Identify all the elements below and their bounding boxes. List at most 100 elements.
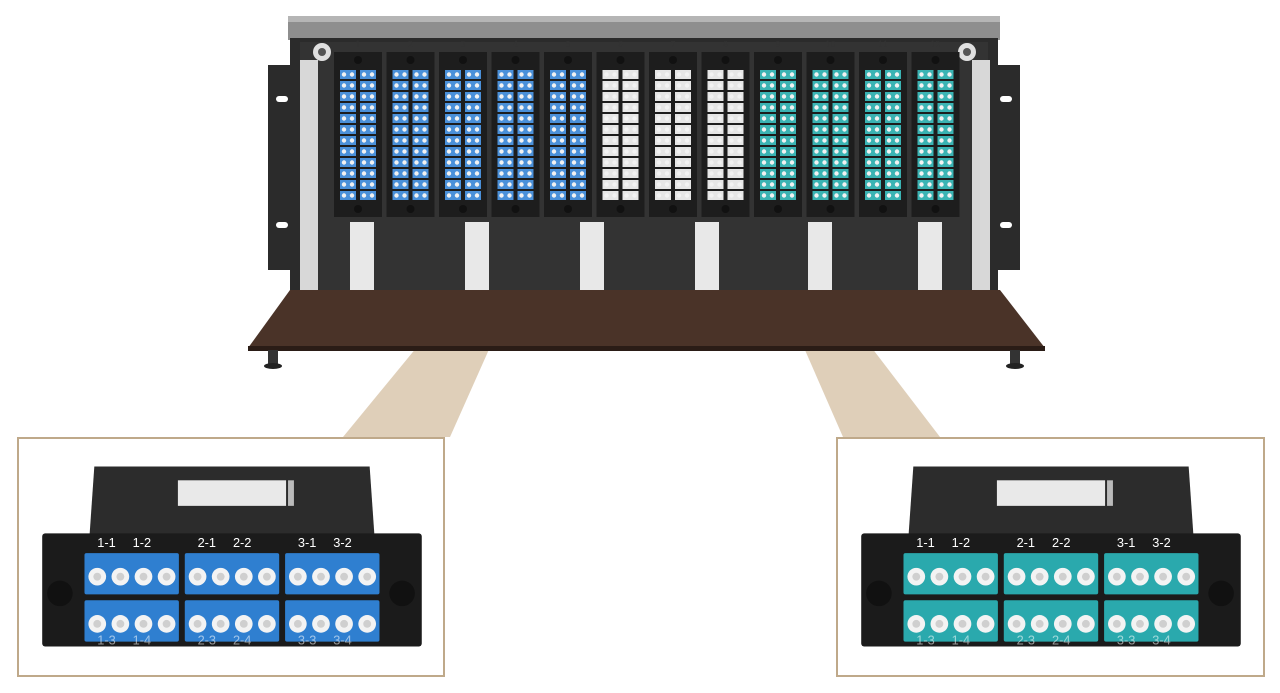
latch-icon[interactable] <box>406 56 415 64</box>
lc-port[interactable] <box>445 103 461 112</box>
lc-port[interactable] <box>622 180 639 189</box>
lc-port[interactable] <box>497 169 514 178</box>
lc-port[interactable] <box>707 70 724 79</box>
latch-icon[interactable] <box>1208 580 1234 607</box>
lc-port[interactable] <box>360 114 376 123</box>
lc-port[interactable] <box>655 70 671 79</box>
lc-port[interactable] <box>360 81 376 90</box>
lc-port[interactable] <box>497 180 514 189</box>
lc-port[interactable] <box>445 191 461 200</box>
lc-port[interactable] <box>360 92 376 101</box>
lc-port[interactable] <box>517 136 534 145</box>
lc-port[interactable] <box>832 191 849 200</box>
lc-port[interactable] <box>885 180 901 189</box>
lc-port[interactable] <box>445 70 461 79</box>
lc-adapter-block[interactable] <box>184 600 280 642</box>
chassis-slot[interactable]: 7 <box>649 40 697 217</box>
lc-port[interactable] <box>550 169 566 178</box>
lc-port[interactable] <box>497 125 514 134</box>
lc-port[interactable] <box>865 81 881 90</box>
lc-port[interactable] <box>445 125 461 134</box>
lc-port[interactable] <box>360 191 376 200</box>
chassis-slot[interactable]: 8 <box>701 40 750 217</box>
lc-port[interactable] <box>517 114 534 123</box>
chassis-slot[interactable]: 1 <box>334 40 382 217</box>
lc-port[interactable] <box>340 158 356 167</box>
lc-port[interactable] <box>655 169 671 178</box>
lc-port[interactable] <box>465 103 481 112</box>
lc-port[interactable] <box>885 191 901 200</box>
lc-port[interactable] <box>602 81 619 90</box>
lc-port[interactable] <box>812 81 829 90</box>
lc-port[interactable] <box>865 125 881 134</box>
latch-icon[interactable] <box>459 56 467 64</box>
lc-port[interactable] <box>392 136 409 145</box>
lc-port[interactable] <box>550 191 566 200</box>
lc-port[interactable] <box>517 191 534 200</box>
lc-port[interactable] <box>602 180 619 189</box>
latch-icon[interactable] <box>931 205 940 213</box>
chassis-slot[interactable]: 9 <box>754 40 802 217</box>
lc-port[interactable] <box>497 158 514 167</box>
lc-port[interactable] <box>760 136 776 145</box>
lc-port[interactable] <box>780 191 796 200</box>
lc-port[interactable] <box>655 114 671 123</box>
lc-port[interactable] <box>937 114 954 123</box>
lc-port[interactable] <box>727 70 744 79</box>
lc-port[interactable] <box>832 158 849 167</box>
lc-port[interactable] <box>675 81 691 90</box>
lc-port[interactable] <box>655 158 671 167</box>
chassis-slot[interactable]: 12 <box>911 40 960 217</box>
lc-port[interactable] <box>885 92 901 101</box>
lc-port[interactable] <box>550 70 566 79</box>
lc-port[interactable] <box>727 114 744 123</box>
lc-port[interactable] <box>937 81 954 90</box>
latch-icon[interactable] <box>511 56 520 64</box>
lc-port[interactable] <box>707 92 724 101</box>
lc-port[interactable] <box>550 147 566 156</box>
lc-port[interactable] <box>412 147 429 156</box>
lc-port[interactable] <box>780 169 796 178</box>
lc-adapter-block[interactable] <box>1003 600 1099 642</box>
lc-port[interactable] <box>917 125 934 134</box>
lc-port[interactable] <box>550 180 566 189</box>
lc-port[interactable] <box>602 103 619 112</box>
lc-port[interactable] <box>675 158 691 167</box>
lc-port[interactable] <box>675 191 691 200</box>
lc-port[interactable] <box>360 103 376 112</box>
lc-port[interactable] <box>550 92 566 101</box>
lc-port[interactable] <box>885 147 901 156</box>
latch-icon[interactable] <box>774 56 782 64</box>
lc-port[interactable] <box>602 191 619 200</box>
lc-port[interactable] <box>602 158 619 167</box>
lc-port[interactable] <box>937 92 954 101</box>
lc-port[interactable] <box>707 147 724 156</box>
lc-port[interactable] <box>570 169 586 178</box>
lc-port[interactable] <box>655 92 671 101</box>
lc-adapter-block[interactable] <box>84 600 179 642</box>
lc-port[interactable] <box>865 70 881 79</box>
lc-adapter-block[interactable] <box>1003 553 1099 595</box>
latch-icon[interactable] <box>564 205 572 213</box>
lc-port[interactable] <box>707 158 724 167</box>
lc-port[interactable] <box>497 92 514 101</box>
lc-port[interactable] <box>675 92 691 101</box>
lc-port[interactable] <box>465 70 481 79</box>
lc-port[interactable] <box>412 125 429 134</box>
lc-port[interactable] <box>760 158 776 167</box>
lc-adapter-block[interactable] <box>84 553 179 595</box>
lc-port[interactable] <box>727 103 744 112</box>
lc-port[interactable] <box>727 92 744 101</box>
chassis-slot[interactable]: 11 <box>859 40 907 217</box>
lc-port[interactable] <box>392 180 409 189</box>
lc-port[interactable] <box>832 81 849 90</box>
lc-port[interactable] <box>812 191 829 200</box>
lc-port[interactable] <box>570 81 586 90</box>
lc-port[interactable] <box>465 114 481 123</box>
lc-port[interactable] <box>602 70 619 79</box>
lc-port[interactable] <box>340 180 356 189</box>
lc-port[interactable] <box>655 103 671 112</box>
lc-port[interactable] <box>340 92 356 101</box>
lc-port[interactable] <box>812 158 829 167</box>
lc-port[interactable] <box>622 70 639 79</box>
